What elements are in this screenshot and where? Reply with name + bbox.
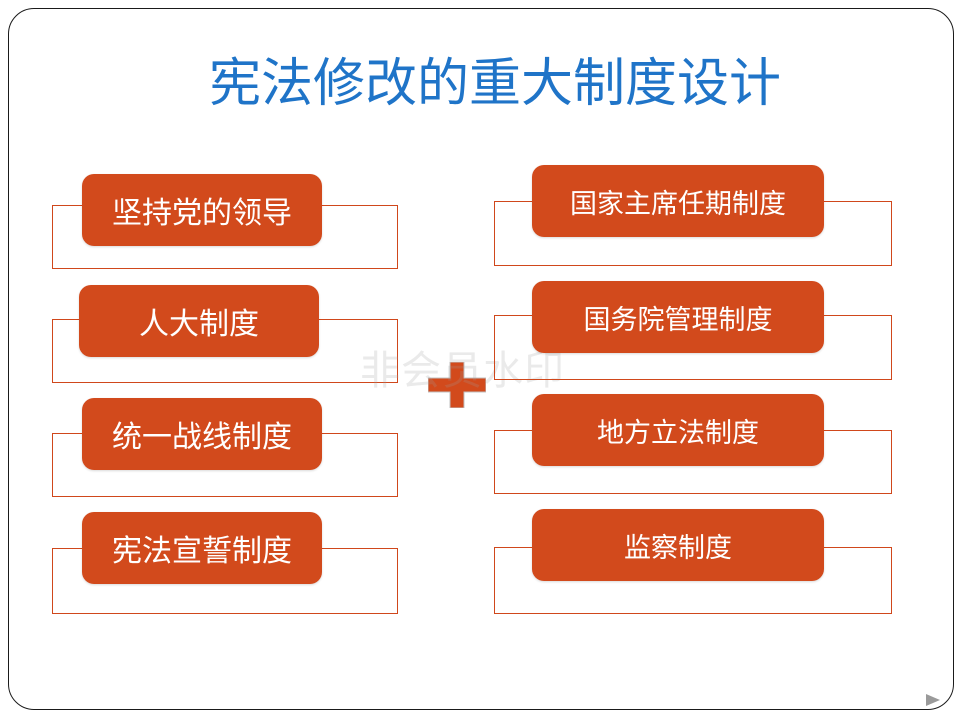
right-item-1-box: 国家主席任期制度 [532, 165, 824, 237]
next-arrow-icon[interactable] [926, 694, 940, 706]
left-item-3-box: 统一战线制度 [82, 398, 322, 470]
left-item-4-box: 宪法宣誓制度 [82, 512, 322, 584]
right-item-3-box: 地方立法制度 [532, 394, 824, 466]
left-item-1-box: 坚持党的领导 [82, 174, 322, 246]
right-item-2-box: 国务院管理制度 [532, 281, 824, 353]
left-item-2-box: 人大制度 [79, 285, 319, 357]
slide-title: 宪法修改的重大制度设计 [208, 54, 781, 114]
slide-frame [8, 8, 954, 710]
watermark: 非会员水印 [360, 348, 565, 394]
right-item-4-box: 监察制度 [532, 509, 824, 581]
plus-icon [428, 362, 486, 408]
